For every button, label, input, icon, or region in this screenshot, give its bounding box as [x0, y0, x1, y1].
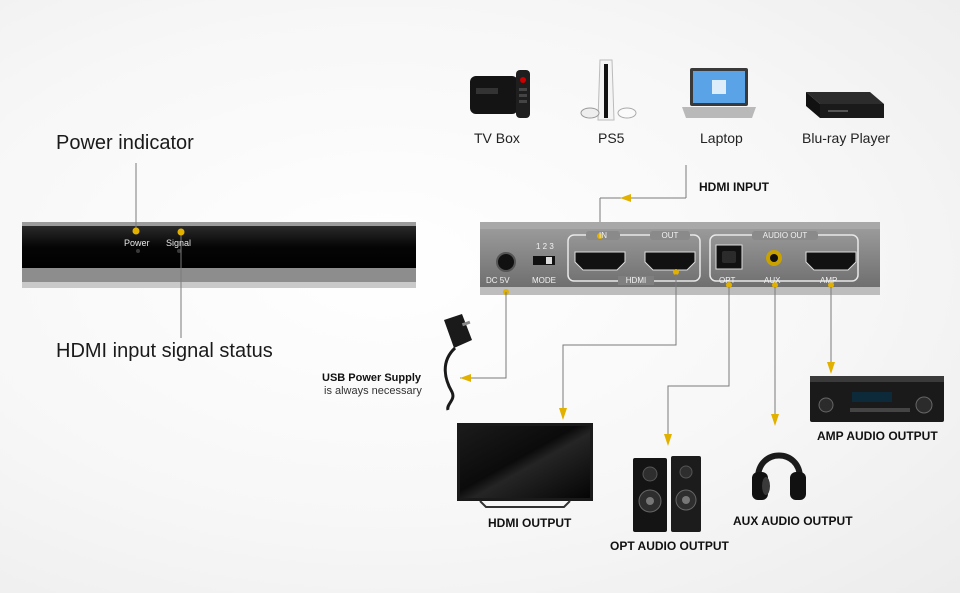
amp-label: AMP	[820, 276, 838, 285]
hdmi-input-arrow	[620, 194, 631, 202]
dc-label: DC 5V	[486, 276, 510, 285]
bluray-player-icon	[806, 92, 884, 118]
amp-hdmi-port	[805, 251, 857, 271]
amp-output-label: AMP AUDIO OUTPUT	[817, 429, 938, 443]
power-arrow	[460, 374, 471, 382]
source-label-tv-box: TV Box	[474, 130, 520, 146]
front-callout-lines	[135, 163, 182, 338]
audio-out-label: AUDIO OUT	[762, 231, 808, 240]
rear-panel-device	[480, 222, 880, 295]
aux-label: AUX	[764, 276, 781, 285]
opt-output-label: OPT AUDIO OUTPUT	[610, 539, 729, 553]
power-supply-note: is always necessary	[324, 385, 422, 397]
power-supply-title: USB Power Supply	[322, 372, 422, 384]
signal-callout-dot	[177, 228, 185, 236]
headphones-icon	[752, 452, 806, 500]
tv-icon	[457, 423, 593, 508]
signal-status-callout: HDMI input signal status	[56, 340, 273, 362]
power-led-label: Power	[124, 238, 150, 248]
hdmi-output-label: HDMI OUTPUT	[488, 516, 572, 530]
av-receiver-icon	[810, 376, 944, 422]
tv-box-icon	[470, 70, 530, 118]
speakers-icon	[633, 456, 701, 532]
hdmi-in-port	[574, 251, 626, 271]
mode-switch	[533, 256, 555, 265]
out-label: OUT	[661, 231, 679, 240]
dc-jack	[496, 252, 516, 272]
in-label: IN	[599, 231, 607, 240]
mode-label: MODE	[532, 276, 556, 285]
hdmi-output-arrow	[559, 408, 567, 420]
source-label-ps5: PS5	[598, 130, 625, 146]
source-label-bluray: Blu-ray Player	[802, 130, 890, 146]
opt-label: OPT	[719, 276, 736, 285]
output-connector-lines	[460, 274, 832, 440]
amp-output-arrow	[827, 362, 835, 374]
power-led	[136, 249, 140, 253]
signal-led-label: Signal	[166, 238, 192, 248]
power-adapter-icon	[443, 314, 472, 411]
hdmi-out-port	[644, 251, 696, 271]
game-console-icon	[580, 59, 637, 121]
front-panel-device	[22, 222, 416, 288]
opt-output-arrow	[664, 434, 672, 446]
aux-output-label: AUX AUDIO OUTPUT	[733, 514, 853, 528]
laptop-icon	[682, 68, 756, 118]
power-callout-dot	[132, 227, 140, 235]
source-label-laptop: Laptop	[700, 130, 743, 146]
hdmi-label: HDMI	[625, 276, 647, 285]
aux-output-arrow	[771, 414, 779, 426]
hdmi-input-label: HDMI INPUT	[699, 180, 769, 194]
signal-led	[177, 249, 181, 253]
power-indicator-callout: Power indicator	[56, 132, 194, 154]
mode-numbers: 1 2 3	[536, 242, 554, 251]
hdmi-input-connector	[599, 165, 687, 230]
